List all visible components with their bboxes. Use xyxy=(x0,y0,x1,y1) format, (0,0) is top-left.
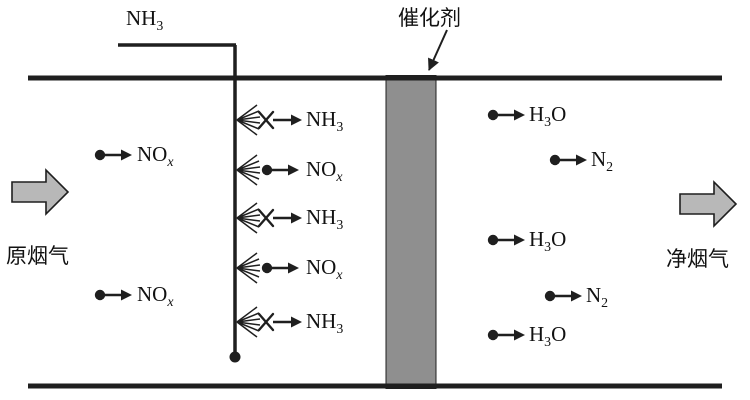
formula-tail: O xyxy=(551,227,567,251)
molecule-label-nh3: NH3 xyxy=(306,107,343,134)
formula-main: NO xyxy=(306,157,337,181)
molecule-arrow-nox xyxy=(260,163,301,177)
formula-subscript: 3 xyxy=(544,239,552,255)
formula-main: NH xyxy=(126,6,157,30)
molecule-label-nox: NOx xyxy=(306,157,343,184)
formula-subscript: x xyxy=(167,154,174,170)
formula-subscript: 3 xyxy=(544,114,552,130)
molecule-label-n2: N2 xyxy=(591,147,613,174)
molecule-label-nox: NOx xyxy=(137,142,174,169)
formula-main: NH xyxy=(306,205,337,229)
molecule-arrow-nox xyxy=(93,148,134,162)
molecule-arrow-nh3 xyxy=(257,110,304,130)
formula-subscript: 2 xyxy=(606,159,614,175)
ammonia-spray-nozzle xyxy=(236,154,261,186)
formula-main: H xyxy=(529,102,545,126)
catalyst-layer xyxy=(385,75,437,389)
formula-tail: O xyxy=(551,102,567,126)
formula-main: N xyxy=(586,283,602,307)
formula-main: H xyxy=(529,322,545,346)
formula-subscript: 3 xyxy=(544,334,552,350)
molecule-arrow-h3o xyxy=(486,328,527,342)
formula-main: NO xyxy=(137,282,168,306)
formula-main: NH xyxy=(306,309,337,333)
molecule-label-h3o: H3O xyxy=(529,322,567,349)
formula-main: H xyxy=(529,227,545,251)
molecule-arrow-n2 xyxy=(543,289,584,303)
label-nh3-feed: NH3 xyxy=(126,6,163,33)
molecule-arrow-h3o xyxy=(486,108,527,122)
catalyst-pointer-arrow xyxy=(428,29,448,71)
molecule-arrow-nox xyxy=(260,261,301,275)
pipe-end-cap xyxy=(229,351,241,363)
formula-main: NO xyxy=(306,255,337,279)
formula-subscript: 3 xyxy=(336,321,344,337)
formula-main: N xyxy=(591,147,607,171)
formula-tail: O xyxy=(551,322,567,346)
label-raw-flue-gas: 原烟气 xyxy=(6,244,69,268)
formula-subscript: x xyxy=(336,267,343,283)
ammonia-spray-nozzle xyxy=(236,104,261,136)
molecule-arrow-nox xyxy=(93,288,134,302)
formula-subscript: 3 xyxy=(336,217,344,233)
molecule-label-n2: N2 xyxy=(586,283,608,310)
molecule-arrow-h3o xyxy=(486,233,527,247)
molecule-label-nh3: NH3 xyxy=(306,205,343,232)
raw-flue-gas-flow-arrow xyxy=(11,169,69,215)
formula-subscript: x xyxy=(167,294,174,310)
formula-subscript: 3 xyxy=(156,18,164,34)
formula-subscript: x xyxy=(336,169,343,185)
label-catalyst: 催化剂 xyxy=(398,6,461,30)
formula-main: NH xyxy=(306,107,337,131)
formula-subscript: 3 xyxy=(336,119,344,135)
molecule-label-h3o: H3O xyxy=(529,227,567,254)
molecule-label-nh3: NH3 xyxy=(306,309,343,336)
label-clean-flue-gas: 净烟气 xyxy=(666,247,729,271)
ammonia-spray-nozzle xyxy=(236,252,261,284)
molecule-arrow-nh3 xyxy=(257,208,304,228)
molecule-arrow-nh3 xyxy=(257,312,304,332)
molecule-arrow-n2 xyxy=(548,153,589,167)
formula-main: NO xyxy=(137,142,168,166)
formula-subscript: 2 xyxy=(601,295,609,311)
molecule-label-nox: NOx xyxy=(306,255,343,282)
ammonia-spray-nozzle xyxy=(236,306,261,338)
ammonia-spray-nozzle xyxy=(236,202,261,234)
molecule-label-h3o: H3O xyxy=(529,102,567,129)
clean-flue-gas-flow-arrow xyxy=(679,181,737,227)
molecule-label-nox: NOx xyxy=(137,282,174,309)
